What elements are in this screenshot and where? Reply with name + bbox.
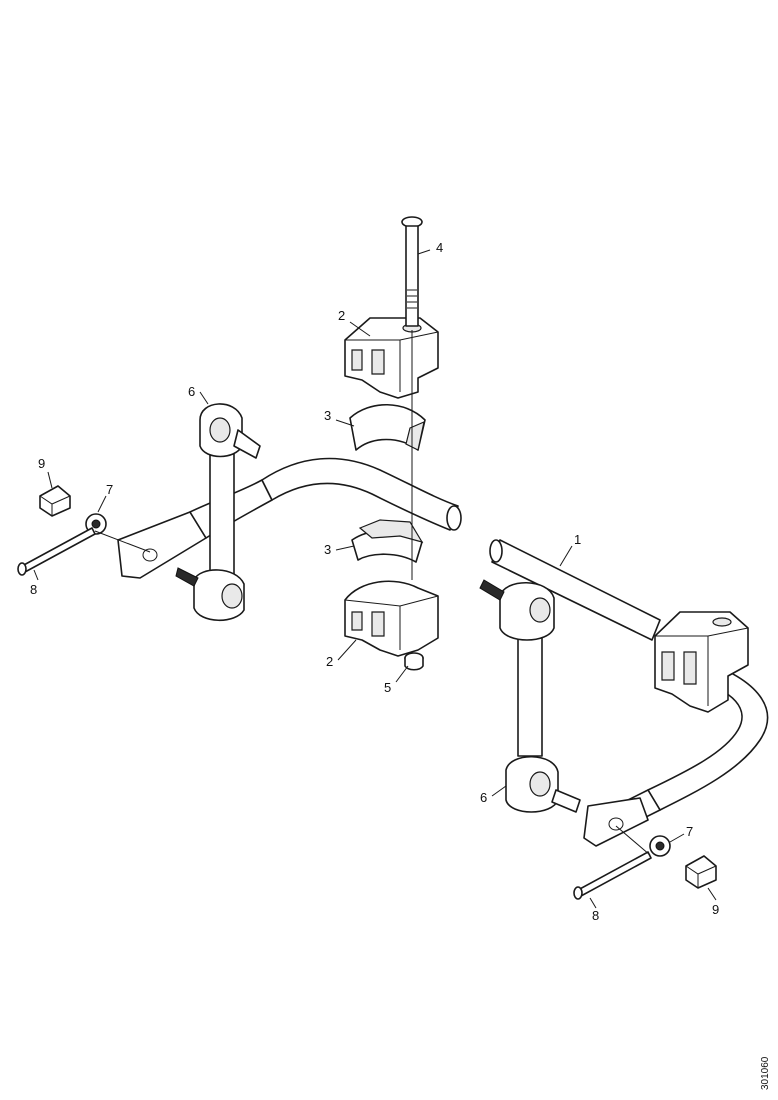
link-rod-left [175,403,261,621]
bolt-right [573,825,652,900]
callout-7-left: 7 [106,482,113,497]
bolt-vertical [401,216,423,580]
callout-8-right: 8 [592,908,599,923]
clamp-top [344,317,439,399]
callout-8-left: 8 [30,582,37,597]
cap-right [685,855,717,889]
callout-9-right: 9 [712,902,719,917]
clamp-bottom [344,580,439,657]
callout-2-bottom: 2 [326,654,333,669]
callout-9-left: 9 [38,456,45,471]
callout-3-top: 3 [324,408,331,423]
washer-right [649,835,671,857]
callout-1: 1 [574,532,581,547]
bushing-bottom [351,519,424,563]
clamp-right [654,611,749,713]
callout-3-bottom: 3 [324,542,331,557]
bushing-top [349,403,426,451]
link-rod-right [479,579,581,813]
callout-4: 4 [436,240,443,255]
leader-lines [33,249,717,909]
callout-6-right: 6 [480,790,487,805]
callout-7-right: 7 [686,824,693,839]
callout-6-left: 6 [188,384,195,399]
bolt-left [17,527,151,576]
reference-code: 301060 [760,1056,771,1090]
callout-5: 5 [384,680,391,695]
cap-left [39,485,71,517]
nut-bottom [404,652,424,671]
callout-2-top: 2 [338,308,345,323]
